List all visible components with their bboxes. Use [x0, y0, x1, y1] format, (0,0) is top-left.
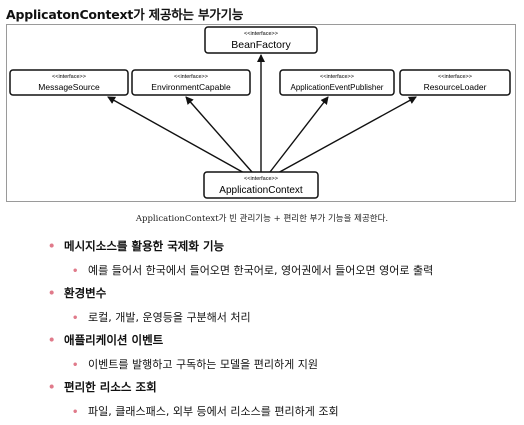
feature-heading-label: 편리한 리소스 조회: [64, 380, 157, 394]
resourceloader-label: ResourceLoader: [424, 82, 487, 92]
resourceloader-box: <<interface>> ResourceLoader: [399, 69, 511, 96]
feature-heading-label: 환경변수: [64, 286, 107, 300]
beanfactory-stereotype: <<interface>>: [244, 31, 278, 37]
feature-detail-environment: • 로컬, 개발, 운영등을 구분해서 처리: [72, 309, 251, 325]
environmentcapable-label: EnvironmentCapable: [151, 82, 231, 92]
bullet-icon: •: [48, 333, 56, 347]
feature-heading-label: 메시지소스를 활용한 국제화 기능: [64, 239, 225, 253]
feature-heading-events: • 애플리케이션 이벤트: [48, 332, 163, 348]
messagesource-label: MessageSource: [38, 82, 100, 92]
applicationeventpublisher-box: <<interface>> ApplicationEventPublisher: [279, 69, 395, 96]
applicationcontext-box: <<interface>> ApplicationContext: [203, 171, 319, 199]
bullet-icon: •: [72, 313, 79, 324]
applicationcontext-label: ApplicationContext: [219, 185, 303, 196]
bullet-icon: •: [72, 407, 79, 418]
bullet-icon: •: [48, 380, 56, 394]
feature-detail-label: 로컬, 개발, 운영등을 구분해서 처리: [88, 311, 251, 324]
feature-heading-environment: • 환경변수: [48, 285, 106, 301]
environmentcapable-stereotype: <<interface>>: [174, 74, 208, 80]
applicationeventpublisher-stereotype: <<interface>>: [320, 74, 354, 80]
beanfactory-box: <<interface>> BeanFactory: [204, 26, 318, 54]
class-diagram: <<interface>> BeanFactory <<interface>> …: [9, 26, 511, 199]
arrow-to-environmentcapable: [185, 96, 253, 173]
messagesource-stereotype: <<interface>>: [52, 74, 86, 80]
diagram-caption: ApplicationContext가 빈 관리기능 + 편리한 부가 기능을 …: [135, 214, 389, 224]
beanfactory-label: BeanFactory: [231, 39, 291, 51]
arrow-to-resourceloader: [275, 96, 417, 175]
feature-detail-resources: • 파일, 클래스패스, 외부 등에서 리소스를 편리하게 조회: [72, 403, 339, 419]
bullet-icon: •: [48, 286, 56, 300]
arrow-to-messagesource: [107, 96, 247, 175]
applicationcontext-stereotype: <<interface>>: [244, 176, 278, 182]
arrow-to-applicationeventpublisher: [269, 96, 329, 173]
feature-detail-events: • 이벤트를 발행하고 구독하는 모델을 편리하게 지원: [72, 356, 318, 372]
feature-detail-label: 이벤트를 발행하고 구독하는 모델을 편리하게 지원: [88, 358, 319, 371]
feature-heading-label: 애플리케이션 이벤트: [64, 333, 164, 347]
feature-detail-label: 예를 들어서 한국에서 들어오면 한국어로, 영어권에서 들어오면 영어로 출력: [88, 264, 434, 277]
resourceloader-stereotype: <<interface>>: [438, 74, 472, 80]
environmentcapable-box: <<interface>> EnvironmentCapable: [131, 69, 251, 96]
feature-heading-resources: • 편리한 리소스 조회: [48, 379, 157, 395]
bullet-icon: •: [72, 360, 79, 371]
messagesource-box: <<interface>> MessageSource: [9, 69, 129, 96]
applicationeventpublisher-label: ApplicationEventPublisher: [291, 83, 384, 92]
page-title: ApplicatonContext가 제공하는 부가기능: [6, 7, 244, 22]
bullet-icon: •: [72, 266, 79, 277]
feature-detail-label: 파일, 클래스패스, 외부 등에서 리소스를 편리하게 조회: [88, 405, 339, 418]
inheritance-arrows: [107, 54, 417, 175]
bullet-icon: •: [48, 239, 56, 253]
feature-detail-i18n: • 예를 들어서 한국에서 들어오면 한국어로, 영어권에서 들어오면 영어로 출…: [72, 262, 433, 278]
feature-heading-i18n: • 메시지소스를 활용한 국제화 기능: [48, 238, 224, 254]
